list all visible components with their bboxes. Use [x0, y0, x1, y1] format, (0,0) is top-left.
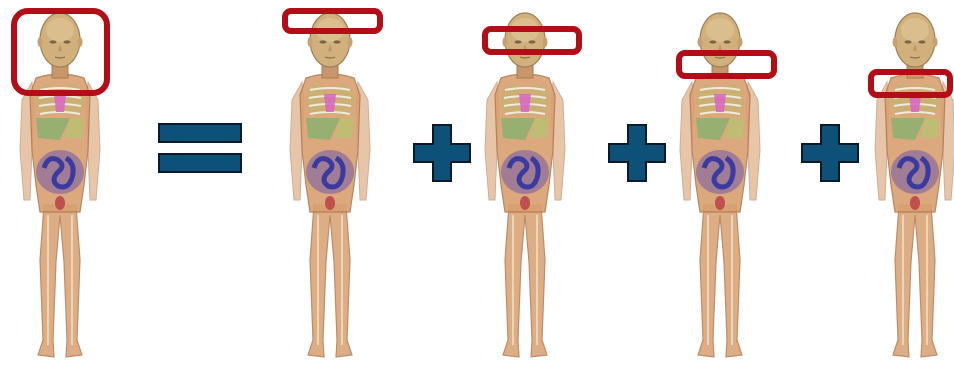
phantom-figure-3: [485, 13, 565, 357]
phantom-figure-5: [875, 13, 954, 357]
plus-sign-3: [802, 125, 858, 181]
phantom-figure-2: [290, 13, 370, 357]
phantom-figure-1: [20, 13, 100, 357]
plus-sign-1: [414, 125, 470, 181]
highlights-layer: [14, 11, 950, 95]
equals-sign: [159, 124, 241, 172]
phantom-figure-4: [680, 13, 760, 357]
plus-sign-2: [609, 125, 665, 181]
equals-bar-2: [159, 154, 241, 172]
phantoms-layer: [20, 13, 954, 357]
equals-bar-1: [159, 124, 241, 142]
